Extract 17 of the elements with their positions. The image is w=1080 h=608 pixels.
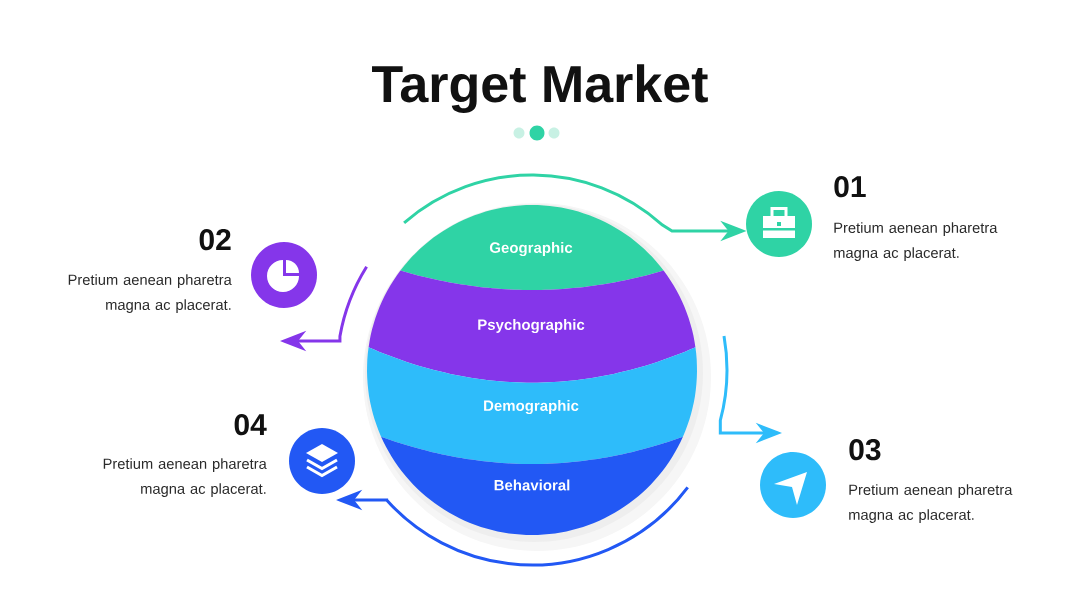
layers-icon — [289, 428, 355, 494]
description-text: Pretium aenean pharetra magna ac placerat. — [849, 484, 1013, 523]
sphere-band: Demographic — [367, 347, 697, 464]
sphere-band: Behavioral — [381, 436, 683, 535]
step-number: 04 — [234, 414, 267, 436]
description-text: Pretium aenean pharetra magna ac placerat. — [834, 222, 998, 261]
pie-chart-icon — [251, 242, 317, 308]
description-text: Pretium aenean pharetra magna ac placerat. — [68, 274, 232, 313]
sphere-band: Psychographic — [368, 270, 696, 383]
step-number: 02 — [199, 229, 231, 251]
description-text: Pretium aenean pharetra magna ac placerat. — [103, 458, 267, 497]
sphere-band: Geographic — [400, 205, 664, 290]
paper-plane-icon — [760, 452, 826, 518]
title: Target Market — [372, 64, 708, 113]
briefcase-icon — [746, 191, 812, 257]
step-number: 03 — [849, 439, 881, 461]
step-number: 01 — [834, 176, 866, 198]
